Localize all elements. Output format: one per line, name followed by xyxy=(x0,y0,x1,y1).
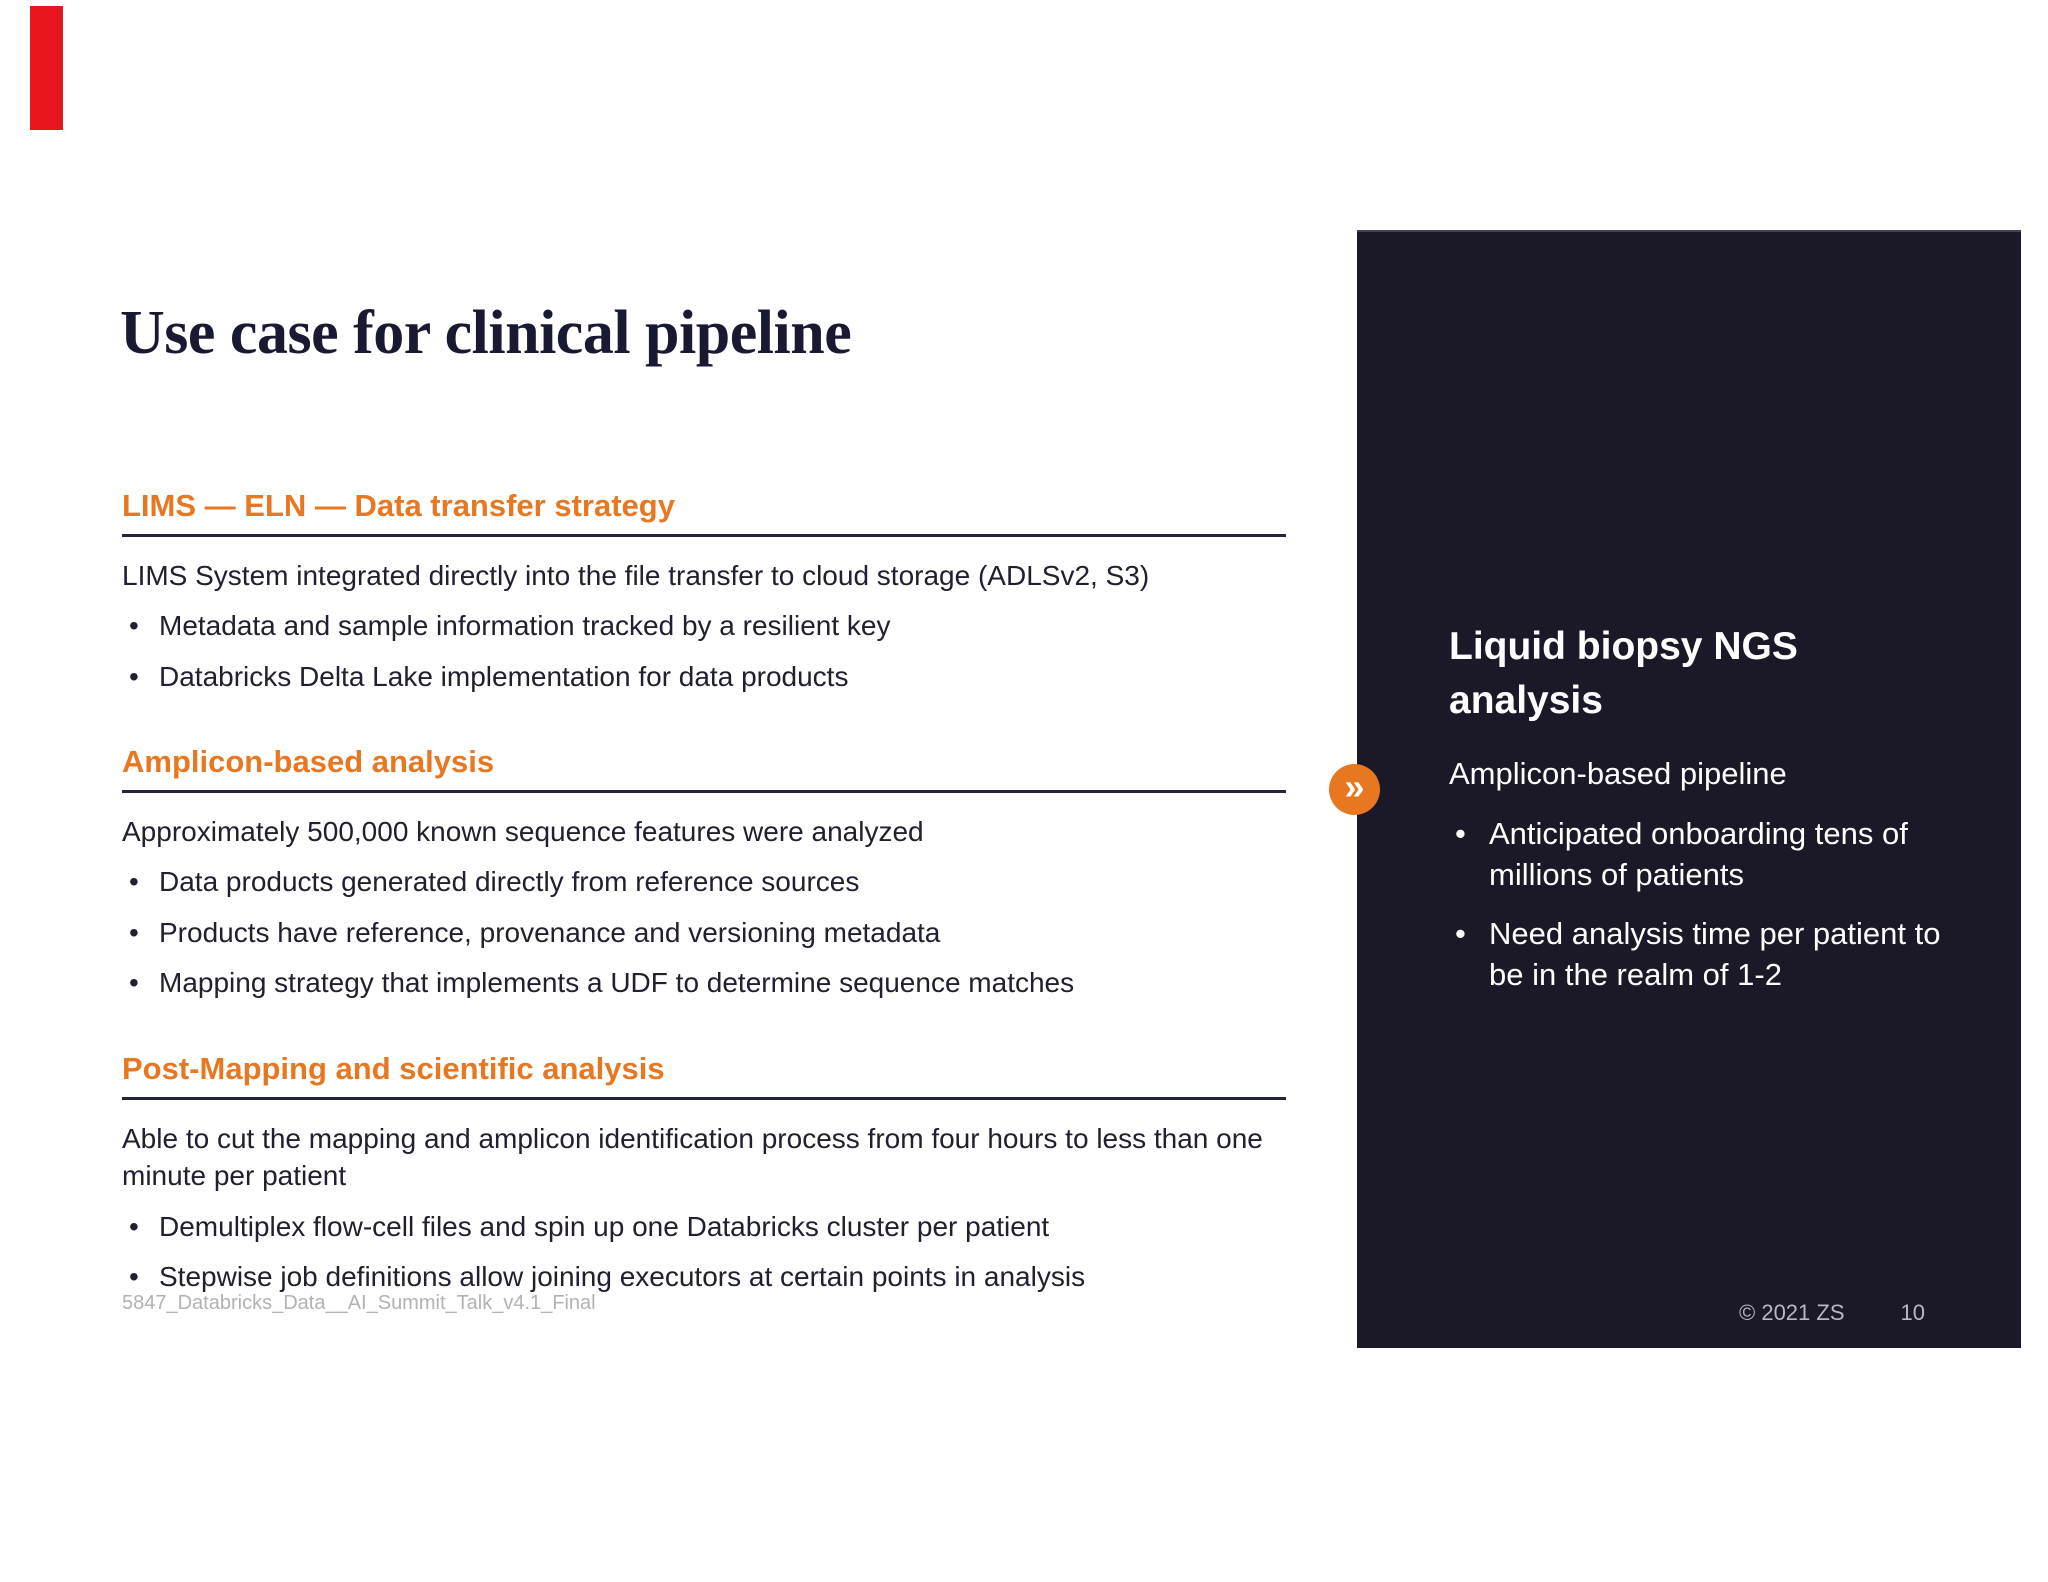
bullet-item: Databricks Delta Lake implementation for… xyxy=(122,659,1286,696)
section-intro: Able to cut the mapping and amplicon ide… xyxy=(122,1122,1263,1192)
side-panel: Liquid biopsy NGS analysis Amplicon-base… xyxy=(1357,230,2021,1348)
deck-filename-footnote: 5847_Databricks_Data__AI_Summit_Talk_v4.… xyxy=(122,1292,596,1314)
section-underline xyxy=(122,1096,1286,1100)
bullet-item: Demultiplex flow-cell files and spin up … xyxy=(122,1209,1286,1246)
bullet-list: Metadata and sample information tracked … xyxy=(122,608,1286,695)
section-post-mapping: Post-Mapping and scientific analysis Abl… xyxy=(122,1051,1286,1309)
section-amplicon-analysis: Amplicon-based analysis Approximately 50… xyxy=(122,744,1286,1015)
panel-subtitle: Amplicon-based pipeline xyxy=(1449,756,1787,791)
section-intro: Approximately 500,000 known sequence fea… xyxy=(122,815,924,847)
bullet-list: Data products generated directly from re… xyxy=(122,864,1286,1002)
red-accent-bar xyxy=(30,6,63,130)
section-heading: LIMS — ELN — Data transfer strategy xyxy=(122,488,675,523)
panel-bullet-item: Anticipated onboarding tens of millions … xyxy=(1449,814,1949,896)
section-heading: Post-Mapping and scientific analysis xyxy=(122,1051,665,1086)
section-underline xyxy=(122,533,1286,537)
panel-bullet-item: Need analysis time per patient to be in … xyxy=(1449,914,1949,996)
chevron-badge: » xyxy=(1329,764,1380,815)
bullet-list: Demultiplex flow-cell files and spin up … xyxy=(122,1209,1286,1296)
bullet-item: Mapping strategy that implements a UDF t… xyxy=(122,965,1286,1002)
page-number: 10 xyxy=(1900,1300,1925,1325)
bullet-item: Metadata and sample information tracked … xyxy=(122,608,1286,645)
panel-title: Liquid biopsy NGS analysis xyxy=(1449,625,1798,722)
section-underline xyxy=(122,789,1286,793)
copyright-text: © 2021 ZS xyxy=(1739,1300,1845,1325)
panel-bullet-list: Anticipated onboarding tens of millions … xyxy=(1449,814,1949,1014)
double-chevron-right-icon: » xyxy=(1344,766,1365,807)
page-title: Use case for clinical pipeline xyxy=(120,299,852,367)
bullet-item: Products have reference, provenance and … xyxy=(122,915,1286,952)
bullet-item: Data products generated directly from re… xyxy=(122,864,1286,901)
panel-footer: © 2021 ZS 10 xyxy=(1739,1300,1925,1326)
section-intro: LIMS System integrated directly into the… xyxy=(122,559,1150,591)
section-lims-eln-data-transfer: LIMS — ELN — Data transfer strategy LIMS… xyxy=(122,488,1286,709)
bullet-item: Stepwise job definitions allow joining e… xyxy=(122,1259,1286,1296)
section-heading: Amplicon-based analysis xyxy=(122,744,495,779)
